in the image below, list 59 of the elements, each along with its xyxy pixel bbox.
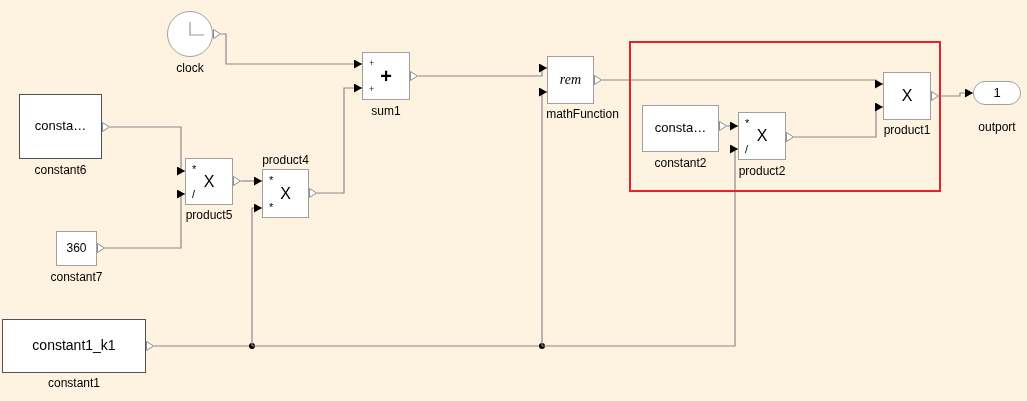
constant-value: consta… [34,118,87,135]
connector [220,33,363,69]
connector [104,189,186,249]
block-name: clock [176,61,204,75]
connector [541,144,739,347]
sum-block [362,52,410,100]
operator-sign: + [380,66,392,86]
constant-block [56,231,97,266]
block-name: product4 [262,153,309,167]
product-block [883,72,931,120]
math-function-block [547,56,594,104]
block-name: product5 [185,208,233,222]
port-sign: * [269,201,274,213]
port-sign: / [745,143,749,155]
port-number: 1 [993,84,1001,102]
operator-sign: X [280,185,291,202]
connector [251,203,263,347]
function-name: rem [559,71,582,89]
highlight-frame [629,41,941,192]
connector [153,343,255,349]
connector [938,88,974,98]
connector [601,79,884,89]
connector [240,176,263,186]
operator-sign: X [756,128,768,144]
block-name: constant7 [50,270,103,284]
operator-sign: X [203,173,215,190]
product-block [262,169,309,218]
block-name: outport [978,120,1016,134]
constant-value: consta… [654,120,707,137]
connector [793,102,884,138]
constant-block [2,319,146,373]
outport-block [973,81,1021,105]
block-name: constant6 [34,163,87,177]
connector [316,83,363,194]
connector [109,126,186,176]
port-sign: + [369,57,375,69]
product-block [738,112,786,160]
constant-block [19,94,102,159]
block-name: mathFunction [546,107,619,121]
connector [417,63,548,77]
port-sign: + [369,83,375,95]
port-sign: * [192,163,197,175]
block-name: product1 [883,123,931,137]
constant-value: constant1_k1 [32,337,116,355]
connector [539,87,548,347]
port-sign: * [269,174,274,186]
constant-value: 360 [66,241,87,256]
operator-sign: X [901,86,913,106]
block-name: product2 [738,164,786,178]
block-name: constant2 [654,156,707,170]
constant-block [642,105,719,152]
connector [726,121,739,131]
port-sign: / [192,188,196,200]
connector [251,343,545,349]
block-name: constant1 [48,376,100,390]
port-sign: * [745,117,750,129]
clock-block [167,11,213,57]
block-name: sum1 [371,104,401,118]
product-block [185,158,233,205]
